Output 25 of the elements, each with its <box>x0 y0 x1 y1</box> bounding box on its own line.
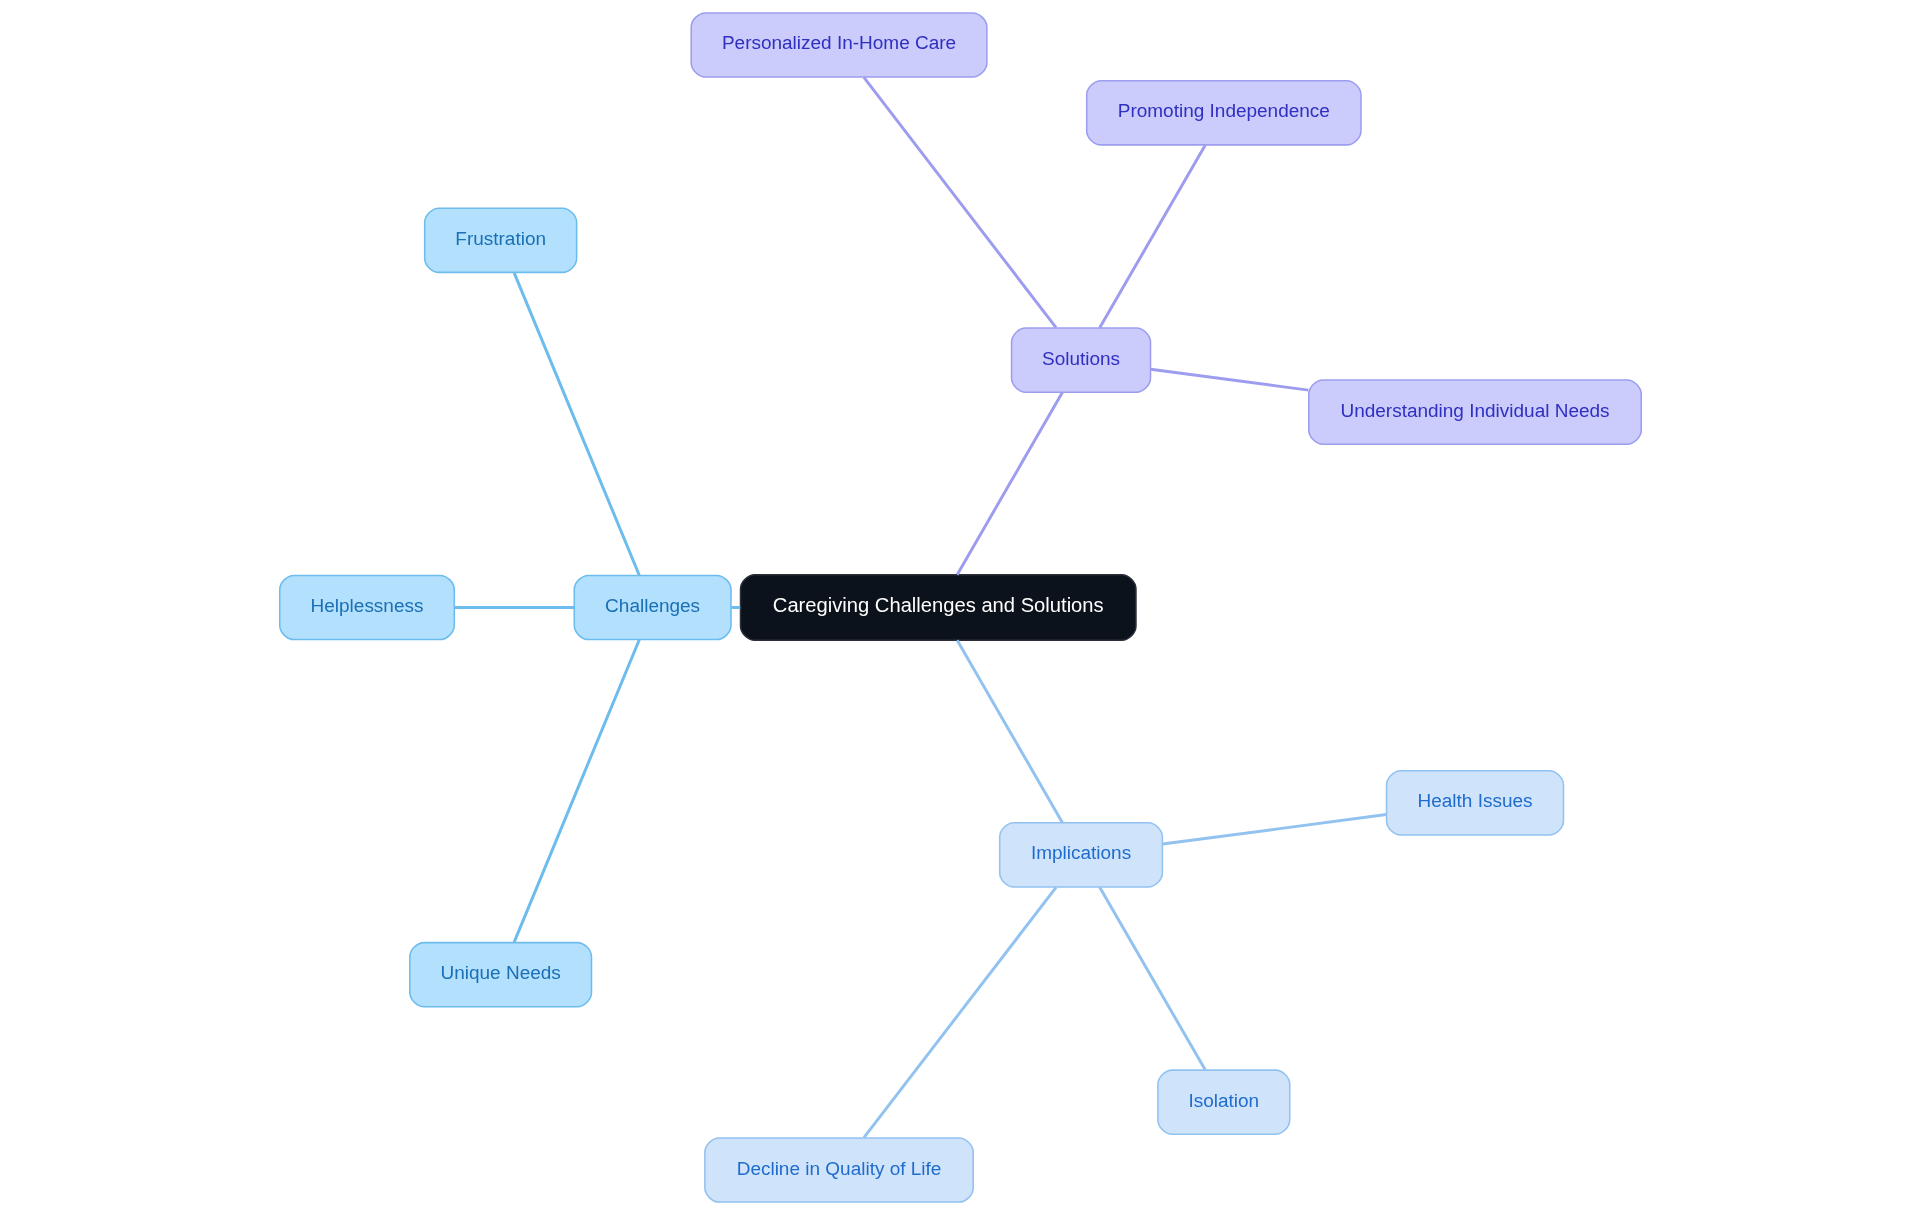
connector <box>512 272 641 576</box>
node-box: Decline in Quality of Life <box>703 1137 974 1203</box>
connector <box>730 606 740 609</box>
node-box: Personalized In-Home Care <box>689 12 988 78</box>
node-box: Health Issues <box>1385 770 1564 836</box>
connector <box>1149 367 1309 392</box>
connector <box>955 391 1064 576</box>
node-box: Promoting Independence <box>1085 80 1362 146</box>
connector <box>955 639 1064 824</box>
connector <box>1097 144 1206 329</box>
node-box: Helplessness <box>278 574 455 641</box>
node-box: Implications <box>998 822 1163 888</box>
node-box: Isolation <box>1156 1069 1290 1135</box>
node-box: Understanding Individual Needs <box>1307 379 1642 445</box>
connector <box>1097 886 1206 1071</box>
node-box: Unique Needs <box>408 941 592 1008</box>
connector <box>453 606 574 609</box>
connector <box>862 76 1057 329</box>
node-box: Caregiving Challenges and Solutions <box>739 574 1137 641</box>
connector <box>862 886 1057 1139</box>
connector <box>512 639 641 943</box>
node-box: Solutions <box>1010 327 1151 393</box>
node-box: Frustration <box>423 207 577 274</box>
node-box: Challenges <box>573 574 732 641</box>
connector <box>1161 813 1386 846</box>
